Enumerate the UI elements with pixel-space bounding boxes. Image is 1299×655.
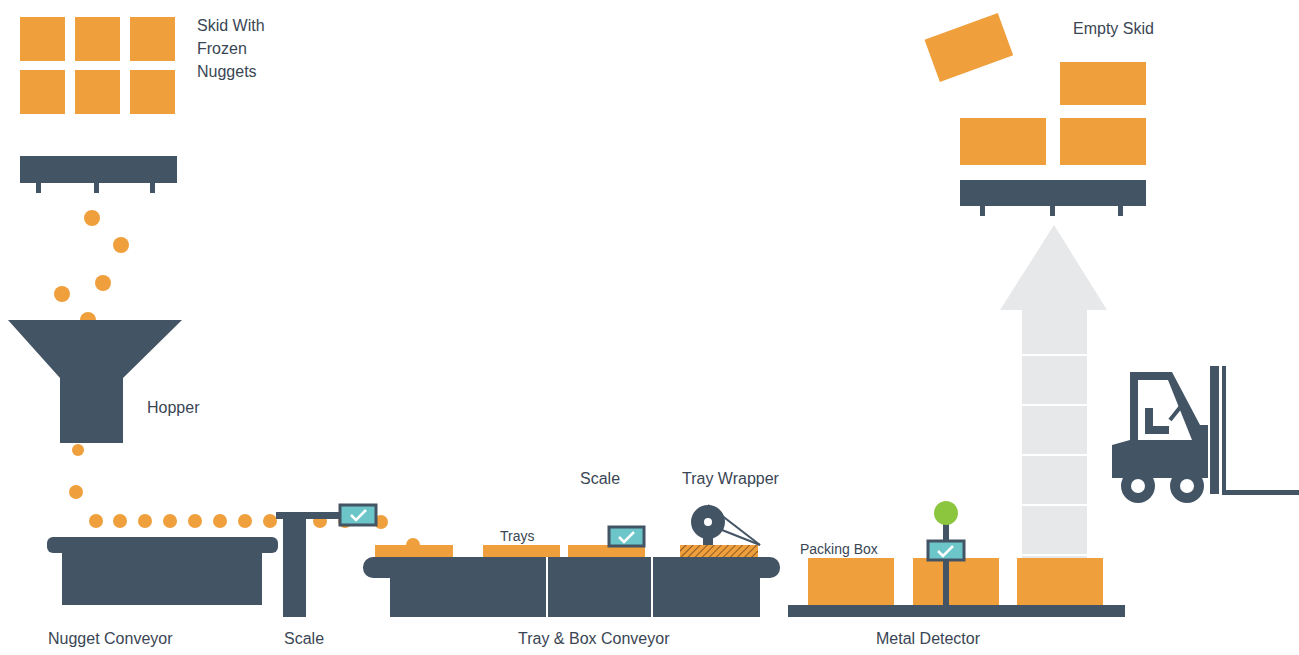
arrow-step (1022, 454, 1087, 456)
scale (276, 505, 376, 617)
skid-leg (1050, 206, 1055, 216)
box (960, 118, 1046, 165)
arrow-step (1022, 354, 1087, 356)
tray-scale (609, 527, 644, 546)
wrapped-tray (680, 545, 758, 557)
nugget (113, 237, 129, 253)
box (1060, 118, 1146, 165)
box (1060, 62, 1146, 105)
skid (20, 156, 177, 193)
nugget (54, 286, 70, 302)
skid-leg (1118, 206, 1123, 216)
tray (483, 545, 560, 557)
skid-deck (20, 156, 177, 183)
scale-screen (609, 527, 644, 546)
nugget (89, 514, 103, 528)
part-label: Scale (284, 627, 324, 650)
box (130, 17, 175, 61)
check-mark (351, 510, 366, 520)
part-label: Tray & Box Conveyor (518, 627, 669, 650)
part-label: Skid With Frozen Nuggets (197, 14, 287, 83)
packing-box (1017, 558, 1103, 605)
skid-leg (36, 183, 41, 193)
fork (1222, 490, 1299, 495)
detector-base (788, 605, 1125, 617)
divider (651, 557, 653, 617)
part-label: Hopper (147, 396, 199, 419)
nugget (263, 514, 277, 528)
lift-arrow (1000, 225, 1107, 603)
tray-wrapper (691, 505, 760, 545)
part-label: Trays (500, 525, 534, 548)
nugget-conveyor (47, 537, 278, 605)
nugget (95, 275, 111, 291)
detector-screen (928, 541, 964, 560)
check-mark (938, 546, 953, 556)
seat (1145, 426, 1169, 434)
packing-box (913, 558, 999, 605)
part-label: Nugget Conveyor (48, 627, 173, 650)
empty-skid (924, 13, 1146, 216)
packing-box (808, 558, 894, 605)
hub (1131, 479, 1145, 493)
metal-detector (788, 501, 1125, 617)
trays (375, 538, 758, 557)
forklift-body (1112, 372, 1208, 478)
wheel (1121, 469, 1155, 503)
divider (546, 557, 548, 617)
wheel (1170, 469, 1204, 503)
box (75, 17, 120, 61)
nugget (163, 514, 177, 528)
part-label: Empty Skid (1073, 17, 1154, 40)
skid-deck (960, 180, 1146, 206)
roll-core (704, 518, 712, 526)
conveyor-belt (47, 537, 278, 553)
film-line (722, 530, 760, 545)
check-mark (619, 532, 634, 542)
arrow-head (1000, 225, 1107, 310)
skid-leg (94, 183, 99, 193)
nugget (406, 538, 420, 552)
scale-screen (340, 505, 376, 525)
nugget (84, 210, 100, 226)
steering (1170, 405, 1182, 420)
skid-leg (980, 206, 985, 216)
part-label: Packing Box (800, 538, 878, 561)
box (20, 17, 65, 61)
part-label: Scale (580, 467, 620, 490)
forklift (1112, 366, 1299, 503)
box (130, 70, 175, 114)
film-roll (691, 505, 725, 539)
part-label: Tray Wrapper (682, 467, 779, 490)
nugget (188, 514, 202, 528)
conveyor-belt (363, 557, 780, 578)
nugget-boxes (20, 17, 175, 114)
conveyor-body (62, 553, 262, 605)
nugget (72, 444, 84, 456)
skid-leg (150, 183, 155, 193)
nugget (69, 485, 83, 499)
part-label: Metal Detector (876, 627, 980, 650)
tray-conveyor (363, 557, 780, 617)
status-light (934, 501, 958, 525)
arrow-step (1022, 554, 1087, 556)
mast (1210, 366, 1219, 494)
box (20, 70, 65, 114)
mast (1222, 366, 1226, 494)
arrow-step (1022, 404, 1087, 406)
conveyor-body (390, 578, 760, 617)
hub (1180, 479, 1194, 493)
nugget (138, 514, 152, 528)
box (75, 70, 120, 114)
nugget (113, 514, 127, 528)
box (924, 13, 1013, 82)
nugget (238, 514, 252, 528)
arrow-step (1022, 504, 1087, 506)
scale-pole (283, 519, 306, 617)
hopper (8, 320, 182, 443)
nugget (213, 514, 227, 528)
